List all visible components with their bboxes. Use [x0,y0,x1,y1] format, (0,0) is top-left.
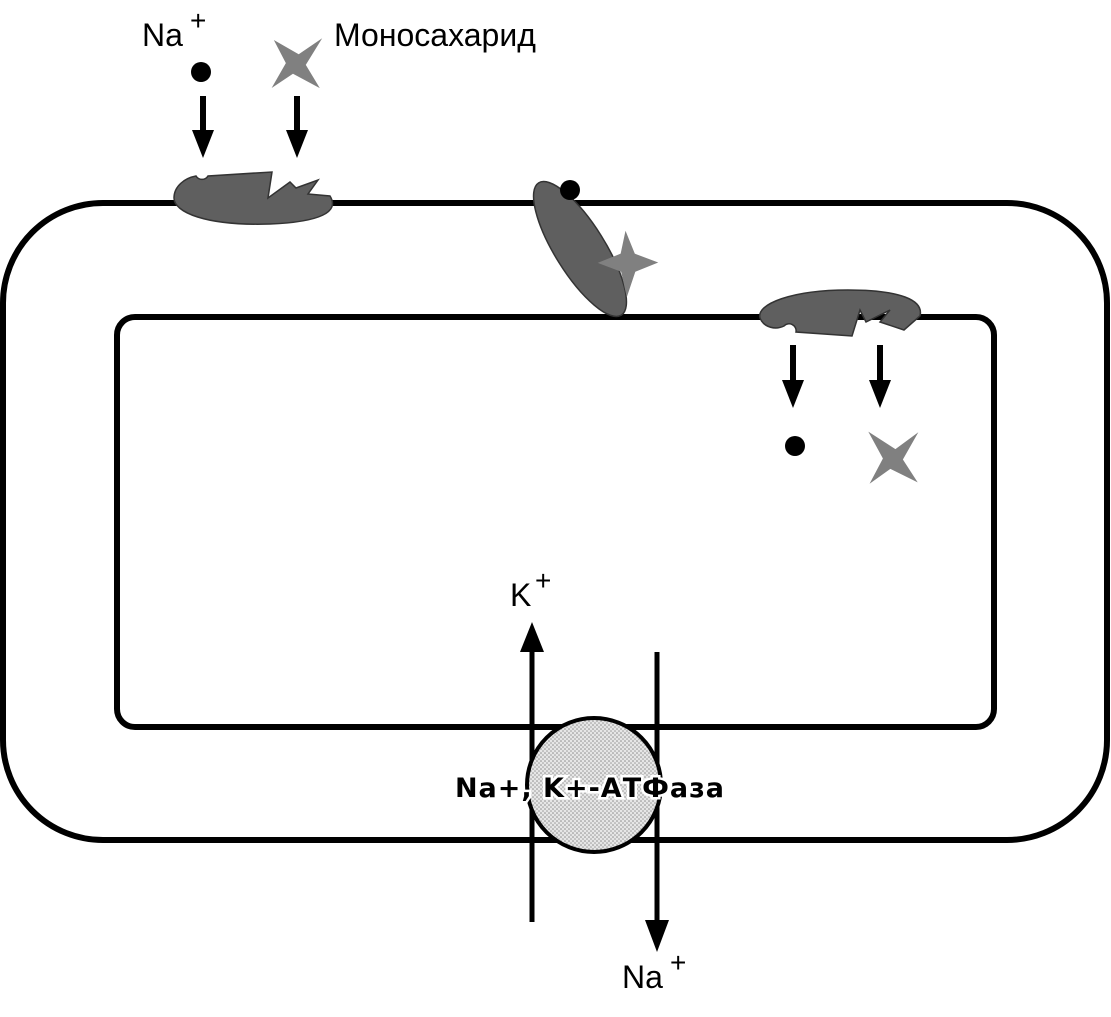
atpase-pump [525,716,663,854]
na-top-superscript: + [190,5,206,36]
symporter-outer [173,171,334,225]
symporter-inner [759,289,922,337]
arrow-down-icon [192,96,214,158]
na-bottom-superscript: + [670,947,686,978]
arrow-down-icon [782,345,804,408]
monosaccharide-label: Моносахарид [334,17,536,53]
arrow-down-icon [645,920,669,952]
atpase-label: Na+, K+-АТФаза [455,773,725,804]
symporter-transit [532,180,628,318]
inner-membrane [114,314,997,730]
monosaccharide-icon [271,38,323,89]
sodium-ion-icon [785,436,805,456]
na-bottom-label: Na [622,959,663,995]
arrow-down-icon [286,96,308,158]
arrow-down-icon [869,345,891,408]
arrow-up-icon [520,622,544,652]
monosaccharide-icon [597,230,659,298]
potassium-label: K [510,577,531,613]
sodium-ion-icon [560,180,580,200]
potassium-superscript: + [535,565,551,596]
monosaccharide-icon [868,431,919,484]
sodium-ion-icon [191,62,211,82]
na-top-label: Na [142,17,183,53]
